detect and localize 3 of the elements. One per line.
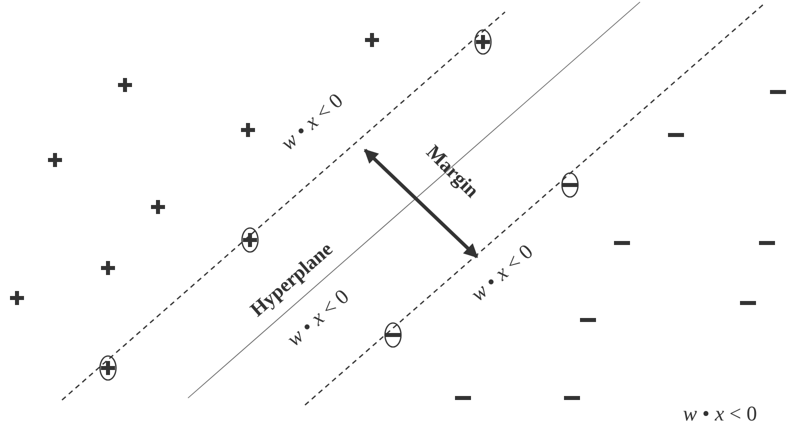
inequality-label: w • x < 0: [466, 239, 538, 307]
inequality-label: w • x < 0: [682, 402, 758, 426]
inequality-label: w • x < 0: [276, 88, 348, 156]
